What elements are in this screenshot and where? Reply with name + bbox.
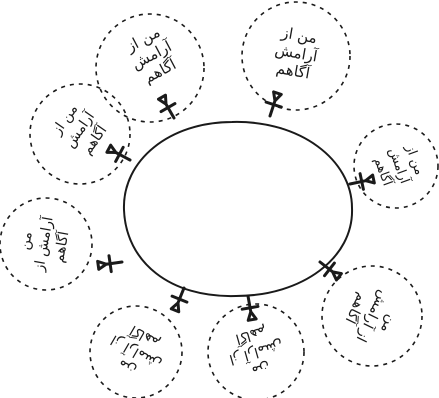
bubble-text-top-right: من از آرامش آگاهم <box>270 23 322 84</box>
bubble-text-bottom-middle: من از آرامش آگاهم <box>222 319 289 384</box>
person-figure-top-right <box>262 91 285 119</box>
bubble-text-bottom-left: من از آرامش آگاهم <box>99 316 173 389</box>
person-figure-bottom-middle <box>240 295 260 321</box>
bubble-text-left-upper: من از آرامش آگاهم <box>47 98 113 161</box>
bubble-line: من <box>250 359 272 379</box>
bubble-text-top-left: من از آرامش آگاهم <box>120 21 184 89</box>
person-figure-right <box>348 171 375 192</box>
bubble-text-left-lower: من آرامش از آگاهم <box>13 211 74 276</box>
bubble-text-right: من از آرامش آگاهم <box>369 140 428 193</box>
person-figure-left-lower <box>97 254 123 273</box>
bubble-line: من <box>17 231 36 252</box>
bubble-text-right-lower: من از آرامش آگاهم <box>337 280 408 352</box>
person-figure-top-left <box>155 93 181 122</box>
globe-circle <box>124 122 352 296</box>
